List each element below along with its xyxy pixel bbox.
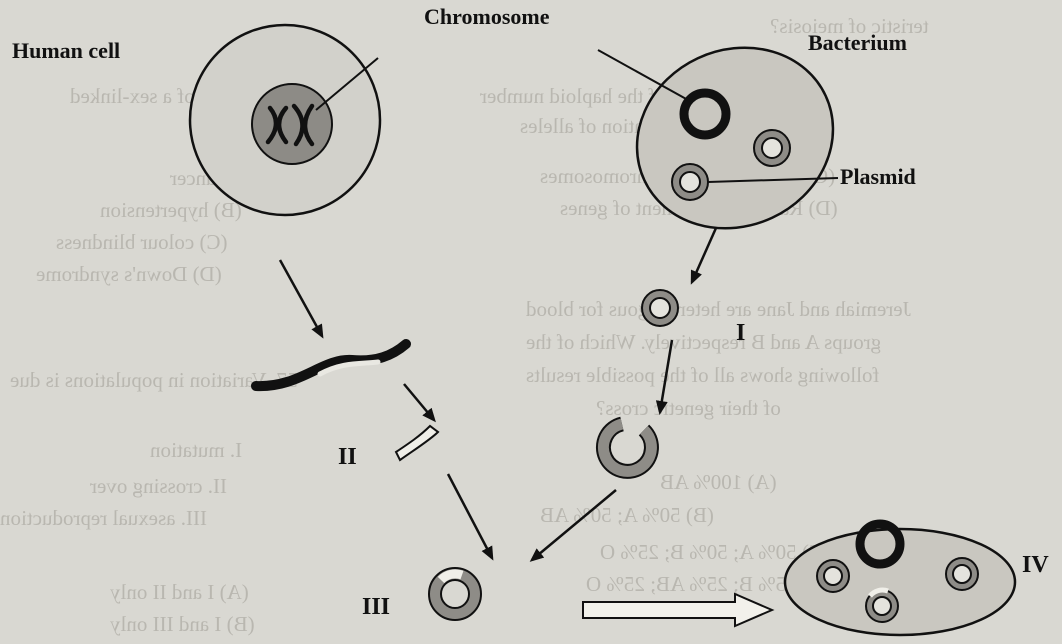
transformed-bacterium-plasmid (817, 560, 849, 592)
label-chromosome: Chromosome (424, 4, 549, 30)
cut-plasmid (603, 424, 651, 471)
bacterium-plasmid (754, 130, 790, 166)
transformed-bacterium-recombinant-plasmid (866, 590, 898, 622)
label-step-2: II (338, 444, 357, 471)
arrow-dna-to-fragment (404, 384, 434, 420)
arrow-bacterium-to-plasmid (692, 228, 716, 282)
label-step-4: IV (1022, 552, 1049, 579)
isolated-plasmid (642, 290, 678, 326)
arrow-cut-plasmid-to-recombinant (532, 490, 616, 560)
arrow-fragment-to-recombinant (448, 474, 492, 558)
transformed-bacterium (785, 524, 1015, 635)
human-cell-nucleus (252, 84, 332, 164)
label-step-3: III (362, 594, 390, 621)
label-step-1: I (736, 320, 745, 347)
label-plasmid: Plasmid (840, 164, 916, 190)
label-bacterium: Bacterium (808, 30, 907, 56)
bacterium-plasmid (672, 164, 708, 200)
human-cell (190, 25, 380, 215)
arrow-human-to-dna (280, 260, 322, 336)
label-human-cell: Human cell (12, 38, 120, 64)
transformed-bacterium-plasmid (946, 558, 978, 590)
human-dna-strand (256, 344, 406, 386)
hollow-arrow-to-transformed-bacterium (583, 594, 772, 626)
arrow-plasmid-to-cut (660, 340, 672, 412)
recombinant-plasmid (435, 574, 475, 614)
dna-fragment (396, 426, 438, 460)
